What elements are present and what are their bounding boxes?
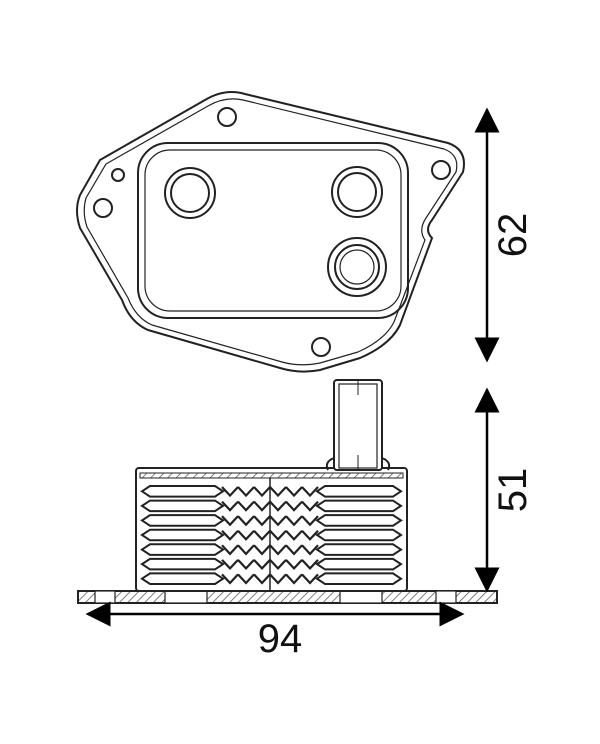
- turbulator-fin: [253, 486, 271, 498]
- turbulator-fin: [237, 559, 255, 571]
- turbulator-fin: [237, 486, 255, 498]
- turbulator-fin: [221, 573, 239, 585]
- mounting-hole: [111, 168, 125, 182]
- turbulator-fin: [253, 573, 271, 585]
- turbulator-fin: [285, 544, 303, 556]
- turbulator-fin: [301, 486, 319, 498]
- turbulator-fin: [253, 544, 271, 556]
- turbulator-fin: [269, 529, 287, 541]
- top-plate: [139, 472, 404, 479]
- gasket-outline: [76, 91, 465, 373]
- fin-plate: [315, 543, 403, 556]
- turbulator-fin: [253, 515, 271, 527]
- cooler-body-outline: [137, 142, 409, 319]
- base-plate-slot: [164, 590, 208, 604]
- fin-plate: [315, 499, 403, 513]
- turbulator-fin: [269, 559, 287, 571]
- turbulator-fin: [221, 529, 239, 541]
- port-circle: [170, 173, 210, 213]
- turbulator-fin: [253, 500, 271, 512]
- turbulator-fin: [269, 486, 287, 498]
- turbulator-fin: [221, 486, 239, 498]
- fin-plate: [140, 485, 225, 498]
- fin-plate: [140, 543, 225, 556]
- top-view: [76, 91, 465, 373]
- fin-plate: [315, 528, 403, 542]
- turbulator-fin: [237, 515, 255, 527]
- base-plate: [77, 590, 498, 604]
- port-circle: [327, 237, 387, 297]
- turbulator-fin: [301, 500, 319, 512]
- port-circle: [334, 244, 380, 290]
- turbulator-fin: [285, 529, 303, 541]
- turbulator-fin: [237, 500, 255, 512]
- fin-plate: [140, 528, 225, 542]
- fin-plate: [140, 572, 225, 585]
- port-circle: [337, 172, 377, 212]
- fin-plate: [315, 514, 403, 527]
- fin-plate: [315, 557, 403, 571]
- turbulator-fin: [237, 573, 255, 585]
- turbulator-fin: [301, 515, 319, 527]
- base-plate-slot: [94, 590, 116, 604]
- fin-plate: [315, 485, 403, 498]
- fin-plate: [140, 514, 225, 527]
- dimension-label-62: 62: [491, 213, 535, 258]
- turbulator-fin: [221, 500, 239, 512]
- turbulator-fin: [285, 486, 303, 498]
- fin-plate: [140, 557, 225, 571]
- turbulator-fin: [269, 573, 287, 585]
- port-circle: [164, 167, 216, 219]
- base-plate-slot: [435, 590, 457, 604]
- mounting-hole: [311, 337, 331, 357]
- turbulator-fin: [253, 529, 271, 541]
- dimension-label-94: 94: [258, 617, 303, 661]
- turbulator-fin: [301, 559, 319, 571]
- turbulator-fin: [221, 515, 239, 527]
- dimension-label-51: 51: [491, 468, 535, 513]
- turbulator-fin: [285, 573, 303, 585]
- mounting-hole: [217, 107, 237, 127]
- fin-plate: [315, 572, 403, 585]
- side-view: [77, 379, 498, 604]
- turbulator-fin: [285, 500, 303, 512]
- fin-stack: [140, 478, 403, 590]
- turbulator-fin: [253, 559, 271, 571]
- port-circle: [331, 166, 383, 218]
- cooler-body-inner: [144, 149, 402, 312]
- turbulator-fin: [301, 544, 319, 556]
- turbulator-fin: [285, 559, 303, 571]
- turbulator-fin: [269, 515, 287, 527]
- outlet-pipe: [325, 379, 391, 471]
- turbulator-fin: [237, 544, 255, 556]
- base-plate-slot: [339, 590, 383, 604]
- turbulator-fin: [237, 529, 255, 541]
- port-circle: [339, 249, 375, 285]
- fin-plate: [140, 499, 225, 513]
- mounting-hole: [93, 198, 113, 218]
- turbulator-fin: [301, 529, 319, 541]
- turbulator-fin: [221, 544, 239, 556]
- cooler-stack: [135, 467, 408, 592]
- dimension-lines: [85, 107, 500, 627]
- turbulator-fin: [285, 515, 303, 527]
- turbulator-fin: [221, 559, 239, 571]
- mounting-hole: [431, 160, 451, 180]
- turbulator-fin: [269, 500, 287, 512]
- turbulator-fin: [269, 544, 287, 556]
- gasket-inner-outline: [83, 98, 458, 366]
- turbulator-fin: [301, 573, 319, 585]
